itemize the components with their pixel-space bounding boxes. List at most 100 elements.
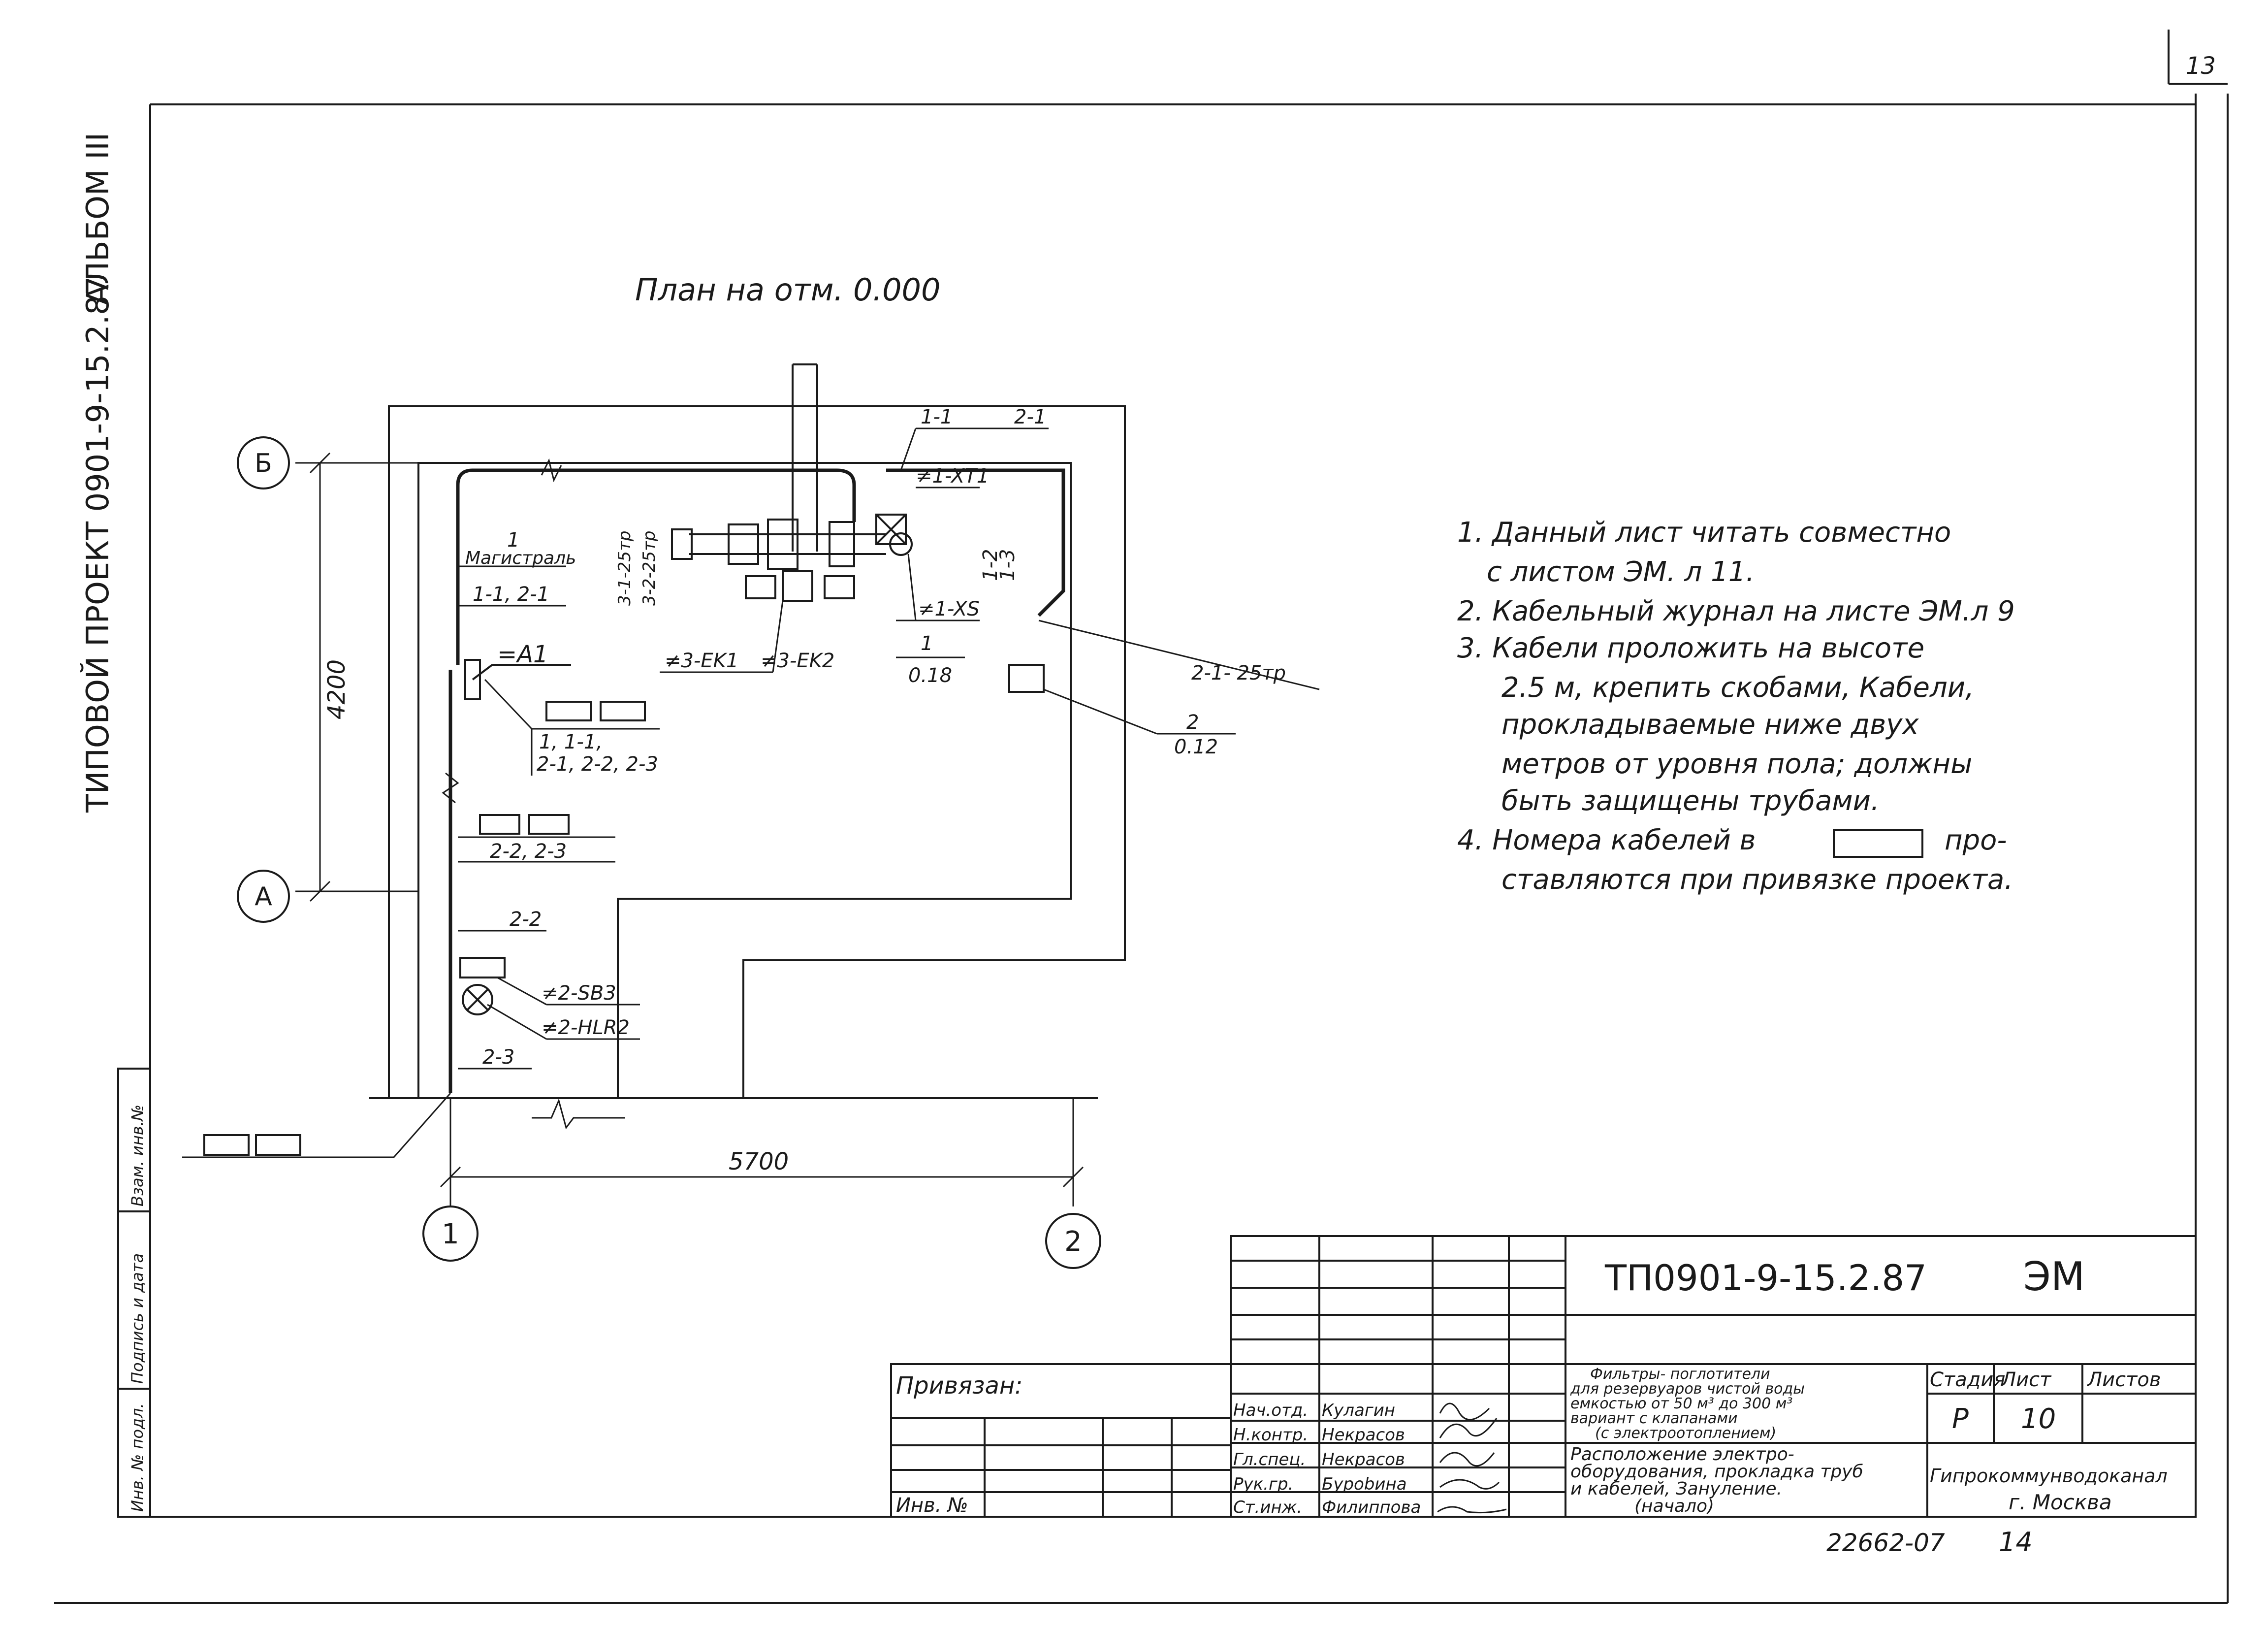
tb-archive-page: 14 [1999, 1527, 2033, 1558]
sheet-frame [54, 30, 2229, 1604]
cable-routes [448, 468, 1065, 1093]
axis-bubble-A: А [237, 870, 290, 923]
equipment-sb3 [459, 957, 506, 1015]
cable-breaks [442, 458, 625, 1130]
note-line-10: про- [1945, 824, 2007, 856]
tb-sheet-title-4: (начало) [1634, 1496, 1714, 1516]
label-2-3: 2-3 [482, 1046, 514, 1069]
building-walls [369, 405, 1126, 1099]
note-line-9: 4. Номера кабелей в [1457, 824, 1756, 856]
label-hlr2: ≠2-HLR2 [542, 1016, 630, 1039]
tb-sheet: 10 [2021, 1403, 2056, 1435]
label-xt1: ≠1-XT1 [916, 465, 989, 488]
label-012: 0.12 [1174, 736, 1218, 758]
vent-pipe [792, 363, 818, 552]
label-ek1: ≠3-EK1 [665, 650, 738, 672]
label-sb3: ≠2-SB3 [542, 982, 616, 1005]
axis-bubble-2: 2 [1045, 1213, 1101, 1269]
margin-stamp: АЛЬБОМ III ТИПОВОЙ ПРОЕКТ 0901-9-15.2.87… [80, 132, 151, 1518]
note-line-6: прокладываемые ниже двух [1501, 709, 1919, 741]
label-top-2: 2-1 [1014, 406, 1046, 428]
tb-signatures [1437, 1402, 1507, 1514]
label-2-1-25tr: 2-1- 25тр [1191, 662, 1286, 684]
svg-text:А: А [255, 882, 272, 912]
note-line-5: 2.5 м, крепить скобами, Кабели, [1501, 672, 1974, 704]
pipework [671, 514, 1045, 693]
tb-sheets-header: Листов [2086, 1368, 2161, 1391]
tb-role-2: Н.контр. [1233, 1425, 1308, 1445]
tb-privyazan: Привязан: [896, 1372, 1022, 1400]
label-ek2: ≠3-EK2 [761, 650, 834, 672]
note-cable-box [1833, 829, 1923, 858]
leader-lines [182, 427, 1320, 1158]
note-line-8: быть защищены трубами. [1501, 785, 1880, 817]
label-cables-22: 2-2, 2-3 [490, 840, 567, 863]
tb-name-1: Кулагин [1322, 1401, 1395, 1420]
tb-desc-1: Фильтры- поглотители [1590, 1366, 1770, 1383]
tb-desc-2: для резервуаров чистой воды [1570, 1380, 1805, 1398]
tb-sheet-header: Лист [2000, 1368, 2052, 1391]
label-main: Магистраль [465, 548, 576, 568]
plan-labels: 1-1 2-1 ≠1-XT1 ≠1-XS 1-2 1-3 3-1-25тр 3-… [465, 406, 1286, 1069]
label-018: 0.18 [908, 664, 952, 687]
note-line-2: с листом ЭМ. л 11. [1487, 556, 1755, 588]
tb-desc-4: вариант с клапанами [1570, 1410, 1737, 1427]
margin-field-1: Взам. инв.№ [128, 1105, 147, 1206]
margin-project: ТИПОВОЙ ПРОЕКТ 0901-9-15.2.87 [80, 276, 116, 813]
margin-field-2: Подпись и дата [128, 1253, 147, 1384]
tb-role-5: Ст.инж. [1233, 1498, 1302, 1517]
notes: 1. Данный лист читать совместно с листом… [1457, 517, 2015, 896]
tb-org: Гипрокоммунводоканал [1930, 1465, 2168, 1487]
tb-role-1: Нач.отд. [1233, 1401, 1308, 1420]
dim-vertical: 4200 [323, 659, 351, 719]
label-1-3: 1-3 [996, 549, 1019, 581]
title-block-text: ТП0901-9-15.2.87 ЭМ Привязан: Инв. № Нач… [896, 1254, 2168, 1558]
margin-field-3: Инв. № подл. [128, 1403, 147, 1512]
svg-text:Б: Б [255, 449, 272, 478]
margin-album: АЛЬБОМ III [80, 132, 116, 305]
tb-section: ЭМ [2023, 1254, 2085, 1300]
label-main-cables: 1-1, 2-1 [473, 583, 549, 606]
tb-name-5: Филиппова [1322, 1498, 1421, 1517]
title-block [890, 1235, 2197, 1518]
tb-sheet-title-3: и кабелей, Зануление. [1570, 1479, 1782, 1499]
dimension-lines [295, 452, 1084, 1206]
label-xs: ≠1-XS [918, 598, 980, 620]
note-line-4: 3. Кабели проложить на высоте [1457, 632, 1924, 664]
tb-code: ТП0901-9-15.2.87 [1604, 1257, 1927, 1299]
tb-sheet-title-1: Расположение электро- [1570, 1444, 1794, 1465]
label-1-2: 1-2 [979, 549, 1002, 581]
tb-role-3: Гл.спец. [1233, 1450, 1306, 1469]
page-number: 13 [2186, 52, 2216, 80]
cable-number-boxes [203, 701, 646, 1156]
label-cables-11: 1, 1-1, [539, 731, 603, 753]
note-line-3: 2. Кабельный журнал на листе ЭМ.л 9 [1457, 595, 2015, 627]
note-line-11: ставляются при привязке проекта. [1501, 864, 2013, 896]
tb-city: г. Москва [2009, 1490, 2112, 1514]
tb-name-4: Бурobина [1322, 1474, 1407, 1494]
label-a1: =A1 [497, 641, 548, 668]
label-main-num: 1 [507, 529, 519, 552]
label-cables-21: 2-1, 2-2, 2-3 [537, 753, 658, 776]
tb-desc-3: емкостью от 50 м³ до 300 м³ [1570, 1395, 1792, 1412]
plan-title: План на отм. 0.000 [635, 272, 940, 308]
tb-archive: 22662-07 [1826, 1529, 1945, 1557]
tb-name-3: Некрасов [1322, 1450, 1405, 1469]
axis-bubble-B: Б [237, 436, 290, 489]
label-top-1: 1-1 [921, 406, 953, 428]
label-2-2: 2-2 [510, 908, 542, 931]
tb-stage: Р [1952, 1403, 1969, 1435]
label-3-1-25tr: 3-1-25тр [615, 531, 635, 606]
svg-text:1: 1 [442, 1218, 459, 1250]
tb-name-2: Некрасов [1322, 1425, 1405, 1445]
label-node-2: 2 [1186, 711, 1199, 734]
tb-desc-5: (с электроотоплением) [1595, 1425, 1776, 1442]
tb-stage-header: Стадия [1930, 1368, 2005, 1391]
label-3-2-25tr: 3-2-25тр [639, 531, 659, 606]
svg-text:2: 2 [1064, 1226, 1082, 1258]
note-line-7: метров от уровня пола; должны [1501, 748, 1972, 780]
note-line-1: 1. Данный лист читать совместно [1457, 517, 1951, 549]
tb-inv: Инв. № [896, 1494, 968, 1517]
tb-sheet-title-2: оборудования, прокладка труб [1570, 1462, 1863, 1482]
